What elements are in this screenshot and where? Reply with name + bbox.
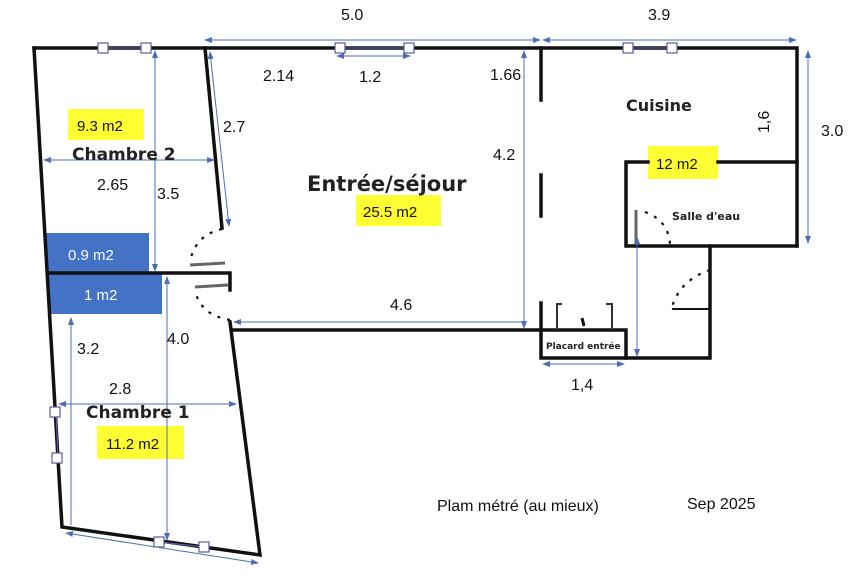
plan-note: Plam métré (au mieux) [437,498,599,515]
dim-sejour-partition: 1.66 [490,67,521,84]
dim-sejour-depth: 4.2 [493,147,515,164]
dim-ch2-wall: 2.7 [223,119,245,136]
area-badge-cuisine [648,146,718,179]
dim-cuisine-width: 3.9 [648,7,670,24]
dim-placard-width: 1,4 [571,377,593,394]
dim-cuisine-depth: 3.0 [821,123,843,140]
room-label-chambre2: Chambre 2 [72,145,176,165]
storage-block-1 [46,233,149,273]
dim-ch1-depth: 4.0 [167,331,189,348]
room-label-chambre1: Chambre 1 [86,403,190,423]
dim-ch2-depth: 3.5 [157,186,179,203]
dim-ch1-left: 3.2 [77,341,99,358]
area-cuisine: 12 m2 [656,156,698,173]
area-badge-chambre2 [68,109,144,140]
dim-sejour-window: 1.2 [359,69,381,86]
dimension-labels: 5.0 3.9 2.14 1.2 1.66 4.2 1,6 3.0 2.7 2.… [77,7,843,398]
area-badge-sejour [356,195,441,226]
dim-sejour-left: 2.14 [263,68,294,85]
room-label-salle-eau: Salle d'eau [672,210,740,223]
doors [188,210,711,330]
area-sejour: 25.5 m2 [363,204,417,221]
area-chambre1: 11.2 m2 [106,436,159,453]
area-chambre2: 9.3 m2 [77,118,123,135]
room-label-placard: Placard entrée [546,341,621,352]
room-label-sejour: Entrée/séjour [307,172,467,196]
dimension-lines [43,37,811,565]
dim-ch2-width: 2.65 [97,177,128,194]
storage-block-2 [49,274,162,314]
dim-cuisine-partial: 1,6 [756,111,773,133]
plan-date: Sep 2025 [687,496,756,513]
dim-sejour-width: 5.0 [341,7,363,24]
area-storage2: 1 m2 [84,287,117,304]
dim-corridor: 4.6 [390,297,412,314]
room-label-cuisine: Cuisine [626,96,692,115]
dim-ch1-width: 2.8 [109,381,131,398]
area-storage1: 0.9 m2 [68,247,114,264]
